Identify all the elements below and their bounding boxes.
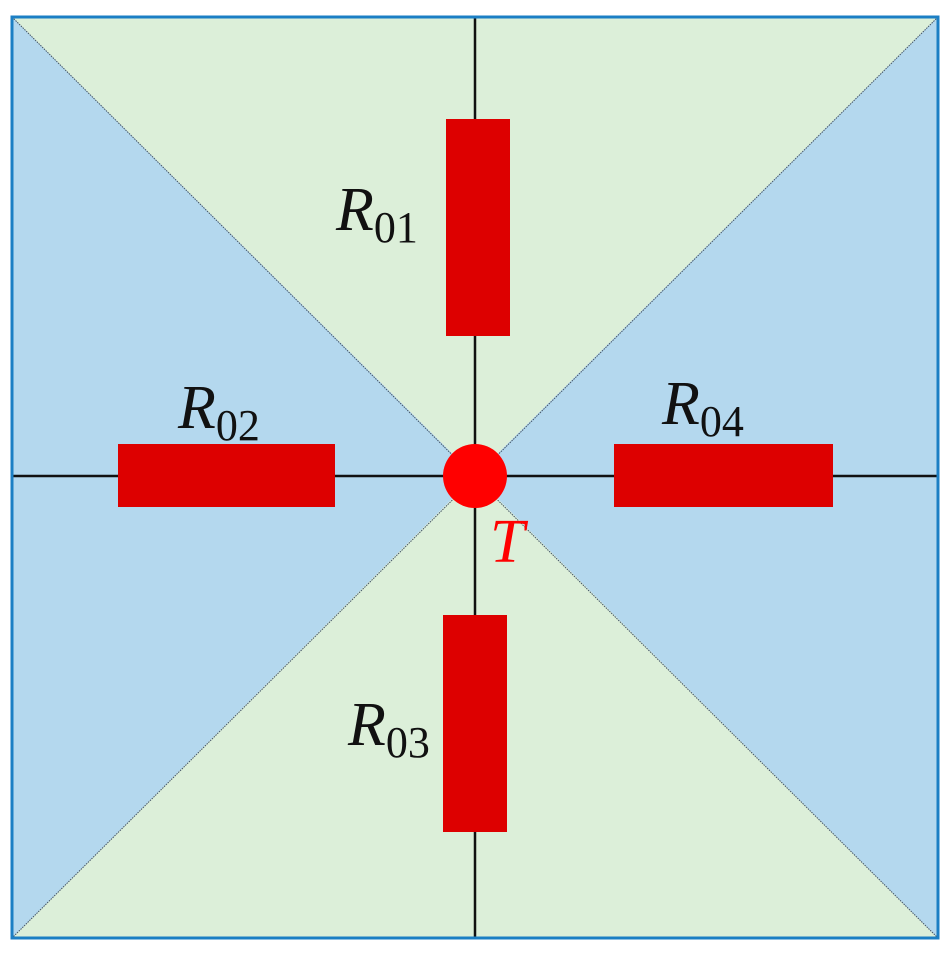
receiver-r04-bar [614, 444, 833, 507]
frame-border [10, 15, 940, 940]
target-marker [443, 444, 507, 508]
receiver-r02-bar [118, 444, 335, 507]
receiver-r03-bar [443, 615, 507, 832]
receiver-r02-label: R02 [177, 374, 260, 450]
receiver-r01-bar [446, 119, 510, 336]
receiver-r04-label: R04 [661, 370, 744, 446]
target-label: T [490, 508, 529, 576]
receiver-r01-label: R01 [335, 176, 418, 252]
receiver-r03-label: R03 [347, 691, 430, 767]
